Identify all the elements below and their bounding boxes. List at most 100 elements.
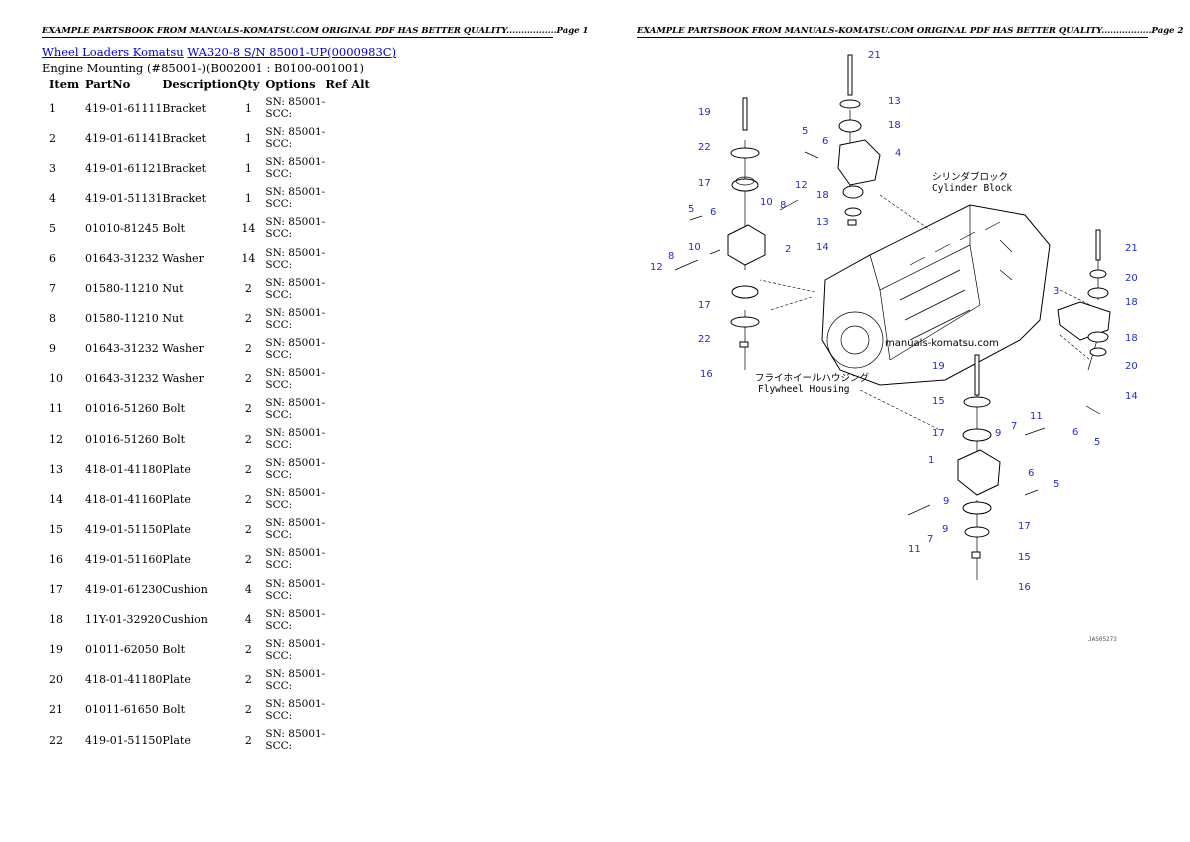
cell-qty: 14 <box>241 221 256 235</box>
cell-item: 2 <box>49 131 56 145</box>
cell-qty: 1 <box>244 191 252 205</box>
svg-text:3: 3 <box>1053 286 1059 297</box>
cell-options: SN: 85001-SCC: <box>265 306 326 331</box>
cell-description: Bolt <box>162 402 186 416</box>
parts-table: Item PartNo Description Qty Options Ref … <box>42 77 370 755</box>
svg-text:5: 5 <box>1094 437 1100 448</box>
cell-item: 7 <box>49 282 56 296</box>
svg-text:5: 5 <box>688 204 694 215</box>
cell-qty: 1 <box>244 161 252 175</box>
cell-qty: 2 <box>244 462 252 476</box>
svg-text:13: 13 <box>816 217 829 228</box>
cell-description: Plate <box>162 462 191 476</box>
cell-qty: 2 <box>244 312 252 326</box>
cell-refalt <box>325 304 369 334</box>
cell-partno: 01580-11210 <box>85 312 159 326</box>
cell-item: 20 <box>49 673 63 687</box>
cell-refalt <box>325 123 369 153</box>
cell-qty: 2 <box>244 552 252 566</box>
svg-text:20: 20 <box>1125 273 1138 284</box>
svg-text:1: 1 <box>928 455 934 466</box>
cell-refalt <box>325 454 369 484</box>
cell-description: Cushion <box>162 583 208 597</box>
svg-text:11: 11 <box>908 544 921 555</box>
cell-item: 14 <box>49 492 63 506</box>
cell-partno: 419-01-61230 <box>85 583 163 597</box>
cell-qty: 2 <box>244 402 252 416</box>
cell-refalt <box>325 514 369 544</box>
svg-text:9: 9 <box>943 496 949 507</box>
cell-item: 4 <box>49 191 56 205</box>
cell-refalt <box>325 484 369 514</box>
cell-options: SN: 85001-SCC: <box>265 577 326 602</box>
cell-item: 13 <box>49 462 63 476</box>
watermark: manuals-komatsu.com <box>885 338 999 349</box>
breadcrumb-category-link[interactable]: Wheel Loaders Komatsu <box>42 45 184 59</box>
cell-item: 12 <box>49 432 63 446</box>
col-qty: Qty <box>237 77 260 91</box>
cell-description: Washer <box>162 252 204 266</box>
svg-text:18: 18 <box>1125 297 1138 308</box>
cell-refalt <box>325 274 369 304</box>
svg-text:12: 12 <box>795 180 808 191</box>
cell-partno: 419-01-61141 <box>85 131 163 145</box>
svg-text:2: 2 <box>785 244 791 255</box>
svg-text:15: 15 <box>932 396 945 407</box>
col-refalt: Ref Alt <box>325 77 370 91</box>
cell-options: SN: 85001-SCC: <box>265 246 326 271</box>
cell-partno: 418-01-41160 <box>85 492 163 506</box>
cell-description: Bolt <box>162 221 186 235</box>
svg-text:14: 14 <box>1125 391 1138 402</box>
cell-partno: 419-01-51160 <box>85 552 163 566</box>
cell-partno: 01643-31232 <box>85 372 159 386</box>
svg-text:6: 6 <box>822 136 828 147</box>
breadcrumb-model-link[interactable]: WA320-8 S/N 85001-UP(0000983C) <box>187 45 397 59</box>
svg-text:5: 5 <box>802 126 808 137</box>
svg-text:21: 21 <box>868 50 881 61</box>
cell-description: Bracket <box>162 191 207 205</box>
page-title: Engine Mounting (#85001-)(B002001 : B010… <box>42 61 365 75</box>
cell-item: 5 <box>49 221 56 235</box>
cell-refalt <box>325 394 369 424</box>
cell-options: SN: 85001-SCC: <box>265 186 326 211</box>
svg-text:16: 16 <box>1018 582 1031 593</box>
cell-refalt <box>325 695 369 725</box>
svg-text:15: 15 <box>1018 552 1031 563</box>
cell-description: Bracket <box>162 101 207 115</box>
cell-options: SN: 85001-SCC: <box>265 427 326 452</box>
cell-partno: 419-01-51150 <box>85 733 163 747</box>
mount-assembly-right <box>1057 229 1111 415</box>
cell-options: SN: 85001-SCC: <box>265 216 326 241</box>
svg-text:17: 17 <box>698 300 711 311</box>
svg-text:9: 9 <box>995 428 1001 439</box>
cell-description: Nut <box>162 282 184 296</box>
svg-text:5: 5 <box>1053 479 1059 490</box>
svg-text:20: 20 <box>1125 361 1138 372</box>
drawing-code: JAS05273 <box>1088 636 1117 643</box>
cell-item: 22 <box>49 733 63 747</box>
breadcrumb: Wheel Loaders Komatsu WA320-8 S/N 85001-… <box>42 45 396 59</box>
cell-partno: 419-01-51131 <box>85 191 163 205</box>
cell-qty: 2 <box>244 282 252 296</box>
cell-refalt <box>325 665 369 695</box>
svg-text:12: 12 <box>650 262 663 273</box>
cell-partno: 419-01-51150 <box>85 522 163 536</box>
col-partno: PartNo <box>85 77 131 91</box>
svg-text:10: 10 <box>760 197 773 208</box>
cell-options: SN: 85001-SCC: <box>265 96 326 121</box>
cell-partno: 418-01-41180 <box>85 673 163 687</box>
svg-text:9: 9 <box>942 524 948 535</box>
svg-text:17: 17 <box>932 428 945 439</box>
svg-text:8: 8 <box>668 251 674 262</box>
cell-qty: 2 <box>244 673 252 687</box>
